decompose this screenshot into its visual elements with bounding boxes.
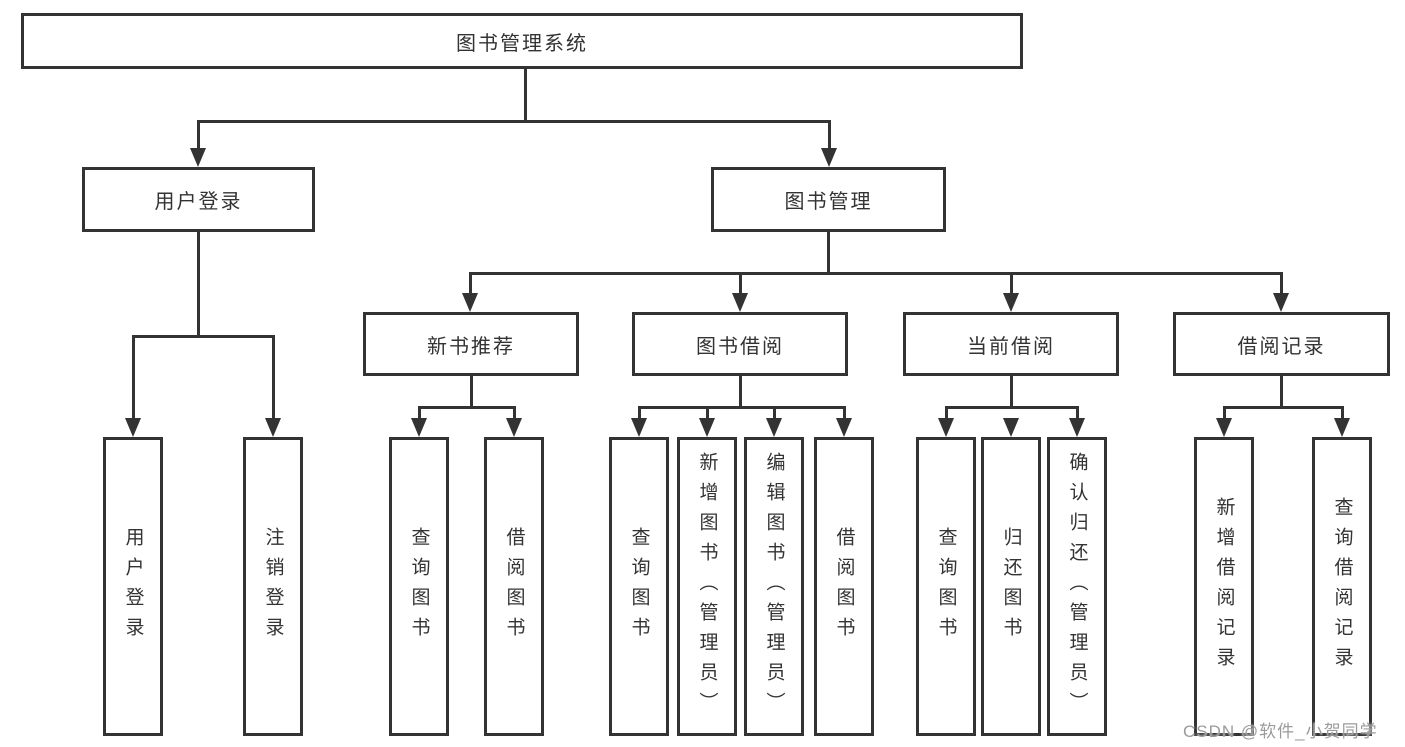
- arrow-down-icon: [938, 418, 954, 437]
- node-leaf-borrow-books: 借阅图书: [814, 437, 874, 736]
- arrow-down-icon: [265, 418, 281, 437]
- node-label: 新书推荐: [427, 335, 515, 358]
- node-label: 归还图书: [1000, 526, 1022, 647]
- node-label: 当前借阅: [967, 335, 1055, 358]
- arrow-down-icon: [1003, 418, 1019, 437]
- arrow-down-icon: [732, 293, 748, 312]
- arrow-down-icon: [699, 418, 715, 437]
- connector-line: [1222, 406, 1344, 409]
- arrow-down-icon: [821, 148, 837, 167]
- arrow-down-icon: [766, 418, 782, 437]
- connector-line: [523, 69, 527, 123]
- connector-line: [196, 232, 200, 337]
- node-leaf-edit-books-admin: 编辑图书（管理员）: [744, 437, 804, 736]
- node-leaf-logout: 注销登录: [243, 437, 303, 736]
- arrow-down-icon: [1069, 418, 1085, 437]
- node-label: 借阅图书: [833, 526, 855, 647]
- connector-line: [469, 376, 473, 409]
- arrow-down-icon: [836, 418, 852, 437]
- node-leaf-add-borrow-record: 新增借阅记录: [1194, 437, 1254, 736]
- node-label: 图书借阅: [696, 335, 784, 358]
- connector-line: [271, 335, 275, 420]
- node-new-book-recommend: 新书推荐: [363, 312, 579, 376]
- connector-line: [705, 406, 709, 420]
- connector-line: [1340, 406, 1344, 420]
- connector-line: [1009, 272, 1013, 295]
- connector-line: [417, 406, 516, 409]
- connector-line: [1009, 376, 1013, 409]
- connector-line: [196, 120, 200, 150]
- node-label: 新增借阅记录: [1213, 496, 1235, 677]
- node-label: 查询图书: [628, 526, 650, 647]
- arrow-down-icon: [1334, 418, 1350, 437]
- connector-line: [131, 335, 275, 338]
- connector-line: [827, 120, 831, 150]
- node-label: 用户登录: [122, 526, 144, 647]
- connector-line: [468, 272, 1283, 275]
- connector-line: [738, 376, 742, 409]
- watermark: CSDN @软件_小贺同学: [1183, 722, 1378, 741]
- node-book-borrow: 图书借阅: [632, 312, 848, 376]
- node-leaf-query-borrow-record: 查询借阅记录: [1312, 437, 1372, 736]
- node-leaf-query-books-borrow: 查询图书: [609, 437, 669, 736]
- node-label: 注销登录: [262, 526, 284, 647]
- arrow-down-icon: [190, 148, 206, 167]
- node-label: 图书管理系统: [456, 32, 588, 55]
- node-label: 新增图书（管理员）: [696, 451, 718, 722]
- node-leaf-query-books-current: 查询图书: [916, 437, 976, 736]
- node-label: 编辑图书（管理员）: [763, 451, 785, 722]
- arrow-down-icon: [411, 418, 427, 437]
- arrow-down-icon: [506, 418, 522, 437]
- connector-line: [772, 406, 776, 420]
- node-label: 图书管理: [784, 191, 873, 213]
- connector-line: [826, 232, 830, 275]
- node-label: 查询图书: [935, 526, 957, 647]
- node-book-management: 图书管理: [711, 167, 946, 232]
- node-label: 用户登录: [154, 191, 243, 213]
- connector-line: [1222, 406, 1226, 420]
- node-root-library-system: 图书管理系统: [21, 13, 1023, 69]
- connector-line: [738, 272, 742, 295]
- connector-line: [637, 406, 641, 420]
- node-current-borrow: 当前借阅: [903, 312, 1119, 376]
- connector-line: [1279, 376, 1283, 409]
- node-user-login: 用户登录: [82, 167, 315, 232]
- arrow-down-icon: [1003, 293, 1019, 312]
- node-leaf-return-books: 归还图书: [981, 437, 1041, 736]
- node-label: 确认归还（管理员）: [1066, 451, 1088, 722]
- arrow-down-icon: [125, 418, 141, 437]
- connector-line: [944, 406, 948, 420]
- node-borrow-records: 借阅记录: [1173, 312, 1390, 376]
- connector-line: [512, 406, 516, 420]
- node-label: 借阅记录: [1237, 335, 1326, 358]
- connector-line: [468, 272, 472, 295]
- arrow-down-icon: [462, 293, 478, 312]
- connector-line: [1279, 272, 1283, 295]
- arrow-down-icon: [1216, 418, 1232, 437]
- connector-line: [131, 335, 135, 420]
- connector-line: [417, 406, 421, 420]
- connector-line: [944, 406, 1079, 409]
- node-label: 借阅图书: [503, 526, 525, 647]
- arrow-down-icon: [1273, 293, 1289, 312]
- connector-line: [196, 120, 831, 123]
- connector-line: [637, 406, 846, 409]
- node-leaf-confirm-return-admin: 确认归还（管理员）: [1047, 437, 1107, 736]
- node-label: 查询图书: [408, 526, 430, 647]
- node-leaf-query-books-recommend: 查询图书: [389, 437, 449, 736]
- node-label: 查询借阅记录: [1331, 496, 1353, 677]
- node-leaf-borrow-books-recommend: 借阅图书: [484, 437, 544, 736]
- node-leaf-add-books-admin: 新增图书（管理员）: [677, 437, 737, 736]
- connector-line: [1075, 406, 1079, 420]
- arrow-down-icon: [631, 418, 647, 437]
- node-leaf-user-login: 用户登录: [103, 437, 163, 736]
- connector-line: [842, 406, 846, 420]
